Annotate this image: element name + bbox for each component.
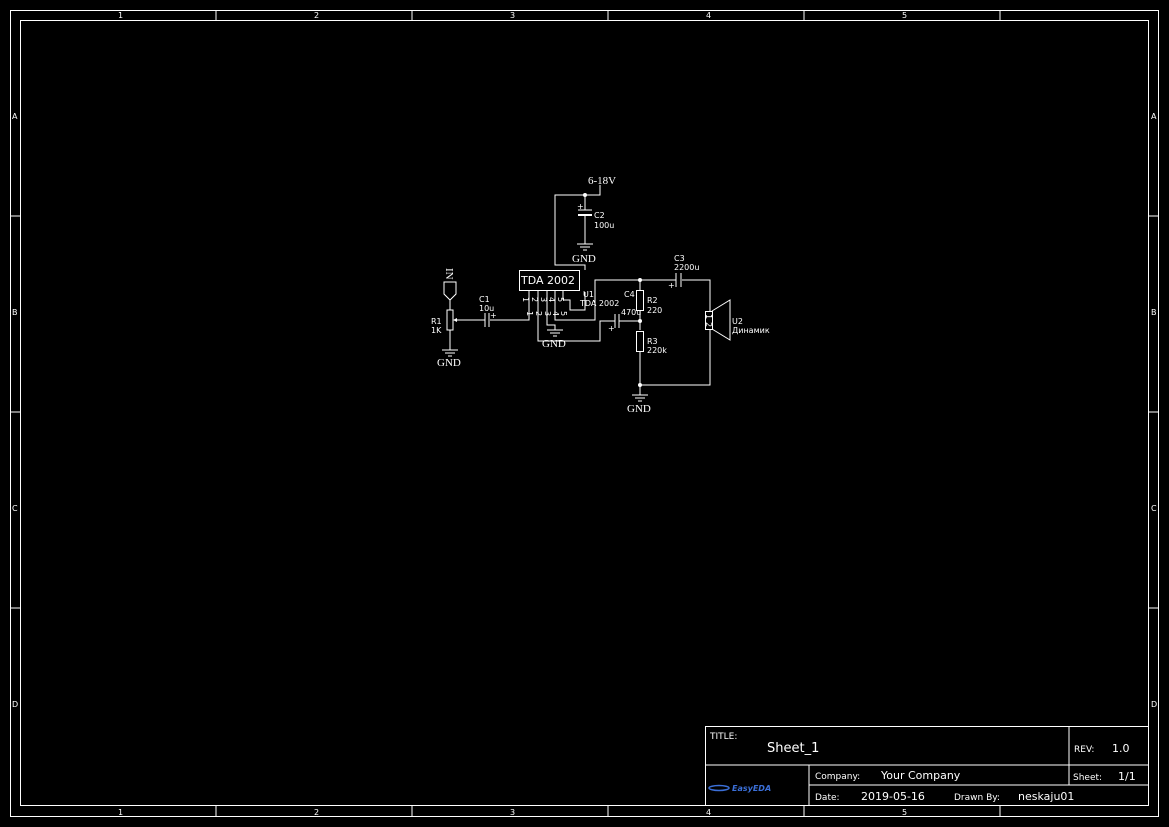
col-label: 2 xyxy=(314,11,319,20)
r1-ref: R1 xyxy=(431,317,442,326)
gnd-label: GND xyxy=(437,357,461,369)
u1-pin-label: 1 xyxy=(521,297,530,302)
drawn-by-value: neskaju01 xyxy=(1018,790,1074,803)
col-label: 1 xyxy=(118,11,123,20)
u1-ic[interactable] xyxy=(519,270,580,291)
junctions xyxy=(583,193,642,387)
c4-ref: C4 xyxy=(624,290,635,299)
sheet-frame: 1 2 3 4 5 1 2 3 4 5 A B C D A B C D xyxy=(10,10,1159,817)
c3-plus: + xyxy=(668,281,675,290)
c2-plus: + xyxy=(577,202,584,211)
easyeda-logo: EasyEDA xyxy=(708,784,771,793)
date-label: Date: xyxy=(815,793,840,803)
u1-pin-label: 5 xyxy=(556,297,565,302)
c3-capacitor[interactable] xyxy=(675,273,682,287)
c3-value: 2200u xyxy=(674,263,699,272)
u2-speaker[interactable] xyxy=(705,311,713,330)
row-label: C xyxy=(1151,504,1157,513)
col-label: 5 xyxy=(902,808,907,817)
col-label: 5 xyxy=(902,11,907,20)
row-label: C xyxy=(12,504,18,513)
r1-value: 1K xyxy=(431,326,442,335)
u2-ref: U2 xyxy=(732,317,743,326)
col-label: 1 xyxy=(118,808,123,817)
wiper-arrow xyxy=(453,318,457,322)
drawn-by-label: Drawn By: xyxy=(954,793,1000,803)
row-label: A xyxy=(1151,112,1157,121)
company-label: Company: xyxy=(815,772,860,782)
c1-value: 10u xyxy=(479,304,494,313)
c1-ref: C1 xyxy=(479,295,490,304)
r2-value: 220 xyxy=(647,306,662,315)
c1-plus: + xyxy=(490,311,497,320)
r3-resistor[interactable] xyxy=(636,331,644,352)
input-port[interactable] xyxy=(443,281,457,301)
r3-ref: R3 xyxy=(647,337,658,346)
gnd-symbol xyxy=(577,243,593,251)
col-label: 4 xyxy=(706,11,711,20)
c4-capacitor[interactable] xyxy=(614,314,620,328)
r2-resistor[interactable] xyxy=(636,290,644,311)
col-label: 4 xyxy=(706,808,711,817)
u1-pin-label: 4 xyxy=(551,311,560,316)
gnd-label: GND xyxy=(542,338,566,350)
u1-pins xyxy=(528,291,564,300)
u1-pin-label: 3 xyxy=(543,311,552,316)
row-label: D xyxy=(12,700,18,709)
r2-ref: R2 xyxy=(647,296,658,305)
row-label: B xyxy=(1151,308,1157,317)
c2-capacitor[interactable] xyxy=(578,209,592,216)
col-label: 3 xyxy=(510,11,515,20)
u2-pin-label: 2 xyxy=(704,322,713,327)
speaker-cone xyxy=(711,299,731,341)
gnd-symbol xyxy=(547,329,563,337)
title-block xyxy=(705,726,1149,806)
u2-pin-label: 1 xyxy=(704,314,713,319)
title-label: TITLE: xyxy=(709,732,737,742)
wires[interactable] xyxy=(449,185,711,395)
u1-pin-label: 2 xyxy=(530,297,539,302)
date-value: 2019-05-16 xyxy=(861,790,925,803)
c2-ref: C2 xyxy=(594,211,605,220)
u2-value: Динамик xyxy=(732,326,770,335)
input-port-label: IN xyxy=(443,268,455,280)
col-label: 3 xyxy=(510,808,515,817)
gnd-symbol xyxy=(632,394,648,402)
c4-value: 470u xyxy=(621,308,641,317)
sheet-label: Sheet: xyxy=(1073,773,1102,783)
r3-value: 220k xyxy=(647,346,667,355)
col-label: 2 xyxy=(314,808,319,817)
svg-text:EasyEDA: EasyEDA xyxy=(732,784,771,793)
row-label: D xyxy=(1151,700,1157,709)
row-label: B xyxy=(12,308,18,317)
u1-pin-label: 3 xyxy=(539,297,548,302)
rev-value: 1.0 xyxy=(1112,742,1130,755)
power-net-label: 6-18V xyxy=(588,175,616,187)
rev-label: REV: xyxy=(1074,745,1094,755)
u1-value: TDA 2002 xyxy=(579,299,619,308)
u1-pin-label: 1 xyxy=(525,311,534,316)
gnd-label: GND xyxy=(572,253,596,265)
sheet-value: 1/1 xyxy=(1118,770,1136,783)
u1-body-label: TDA 2002 xyxy=(520,274,575,287)
u1-ref: U1 xyxy=(583,290,594,299)
c2-value: 100u xyxy=(594,221,614,230)
row-label: A xyxy=(12,112,18,121)
c4-plus: + xyxy=(608,324,615,333)
c1-capacitor[interactable] xyxy=(484,313,490,327)
company-value: Your Company xyxy=(880,769,961,782)
c3-ref: C3 xyxy=(674,254,685,263)
sheet-title: Sheet_1 xyxy=(767,741,819,756)
r1-potentiometer[interactable] xyxy=(446,309,454,331)
gnd-symbol xyxy=(442,349,458,357)
u1-pin-label: 2 xyxy=(534,311,543,316)
u1-pin-label: 5 xyxy=(559,311,568,316)
u1-pin-label: 4 xyxy=(547,297,556,302)
gnd-label: GND xyxy=(627,403,651,415)
